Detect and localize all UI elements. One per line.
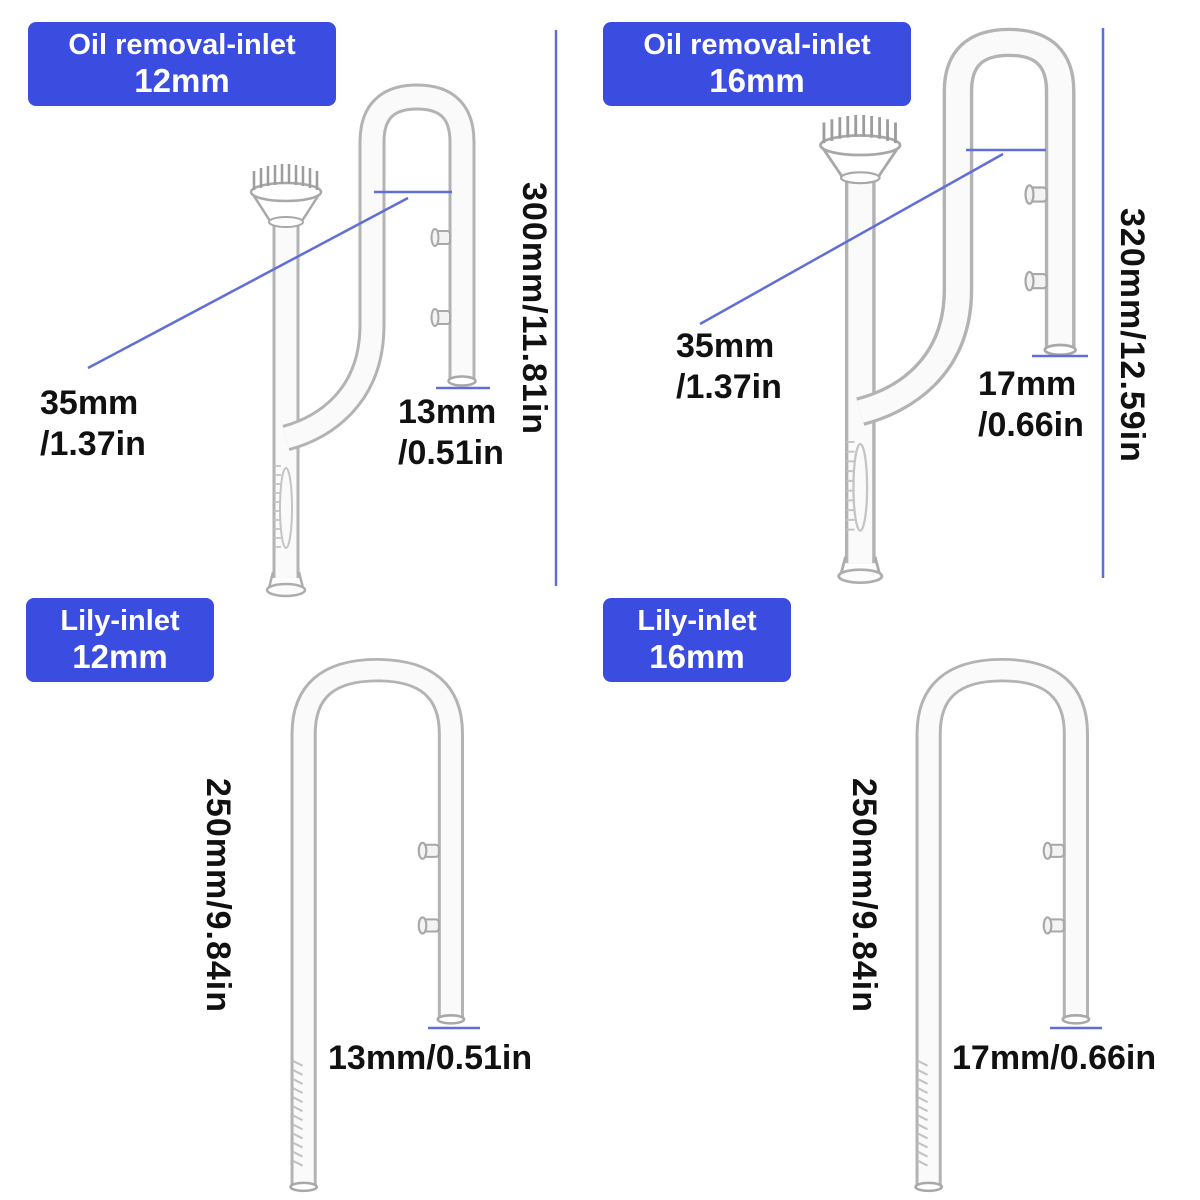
- dim-tl-outlet: 13mm /0.51in: [398, 392, 504, 474]
- dim-tl-height: 300mm/11.81in: [515, 182, 553, 436]
- dim-value: 35mm: [676, 327, 775, 365]
- label-lily-inlet-16mm: Lily-inlet 16mm: [603, 598, 791, 682]
- oil-removal-inlet-16mm-illustration: [791, 24, 1109, 587]
- dim-value: /0.51in: [398, 433, 504, 472]
- dim-br-height: 250mm/9.84in: [845, 778, 883, 1014]
- dim-value: /0.66in: [978, 405, 1084, 444]
- dim-value: 13mm: [398, 393, 497, 431]
- label-text-line1: Lily-inlet: [60, 604, 180, 637]
- label-oil-removal-inlet-12mm: Oil removal-inlet 12mm: [28, 22, 336, 106]
- label-text-line1: Lily-inlet: [637, 604, 757, 637]
- oil-removal-inlet-12mm-illustration: [225, 80, 505, 600]
- lily-inlet-16mm-illustration: [885, 655, 1125, 1200]
- dim-tr-height: 320mm/12.59in: [1113, 208, 1151, 463]
- dim-value: 17mm: [978, 365, 1077, 403]
- dim-value: /1.37in: [676, 367, 782, 406]
- dim-br-outlet: 17mm/0.66in: [952, 1039, 1157, 1077]
- dim-bl-outlet: 13mm/0.51in: [328, 1039, 533, 1077]
- label-text-line2: 16mm: [709, 62, 805, 100]
- dim-value: /1.37in: [40, 424, 146, 463]
- dim-tr-neck: 35mm /1.37in: [676, 326, 782, 408]
- label-oil-removal-inlet-16mm: Oil removal-inlet 16mm: [603, 22, 911, 106]
- dim-tr-outlet: 17mm /0.66in: [978, 364, 1084, 446]
- label-text-line2: 16mm: [649, 638, 745, 676]
- label-text-line1: Oil removal-inlet: [68, 28, 296, 61]
- dim-value: 35mm: [40, 384, 139, 422]
- dim-bl-height: 250mm/9.84in: [199, 778, 237, 1014]
- label-text-line1: Oil removal-inlet: [643, 28, 871, 61]
- label-text-line2: 12mm: [134, 62, 230, 100]
- dim-tl-neck: 35mm /1.37in: [40, 383, 146, 465]
- lily-inlet-12mm-illustration: [260, 655, 500, 1200]
- label-lily-inlet-12mm: Lily-inlet 12mm: [26, 598, 214, 682]
- label-text-line2: 12mm: [72, 638, 168, 676]
